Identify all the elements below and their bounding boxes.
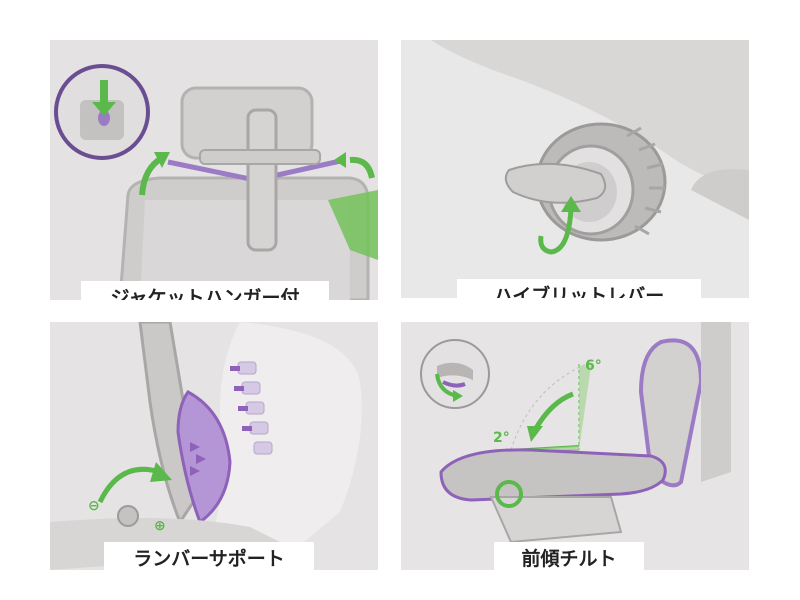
forward-tilt-illustration: 6° 2° bbox=[420, 322, 731, 544]
panel-lumbar-support: ⊖ ⊕ ランバーサポート bbox=[50, 322, 378, 570]
push-arrows-icon bbox=[190, 442, 206, 476]
caption-jacket-hanger: ジャケットハンガー付 bbox=[81, 281, 329, 300]
curved-arrow-icon bbox=[532, 391, 574, 432]
caption-hybrid-lever: ハイブリットレバー bbox=[457, 279, 701, 298]
minus-symbol: ⊖ bbox=[88, 498, 100, 514]
angle-label-2: 2° bbox=[493, 430, 510, 446]
arrow-down-icon bbox=[100, 80, 108, 106]
curved-arrow-icon bbox=[97, 466, 161, 504]
rotate-arrow-icon bbox=[538, 207, 574, 255]
panel-forward-tilt: 6° 2° 前傾チルト bbox=[401, 322, 749, 570]
plus-symbol: ⊕ bbox=[154, 518, 166, 534]
caption-forward-tilt: 前傾チルト bbox=[494, 542, 644, 570]
lumbar-support-illustration: ⊖ ⊕ bbox=[50, 322, 362, 570]
jacket-hanger-illustration bbox=[54, 64, 378, 300]
caption-lumbar-support: ランバーサポート bbox=[104, 542, 314, 570]
panel-hybrid-lever: ハイブリットレバー bbox=[401, 40, 749, 298]
angle-label-6: 6° bbox=[585, 358, 602, 374]
panel-jacket-hanger: ジャケットハンガー付 bbox=[50, 40, 378, 300]
hybrid-lever-illustration bbox=[431, 40, 749, 255]
